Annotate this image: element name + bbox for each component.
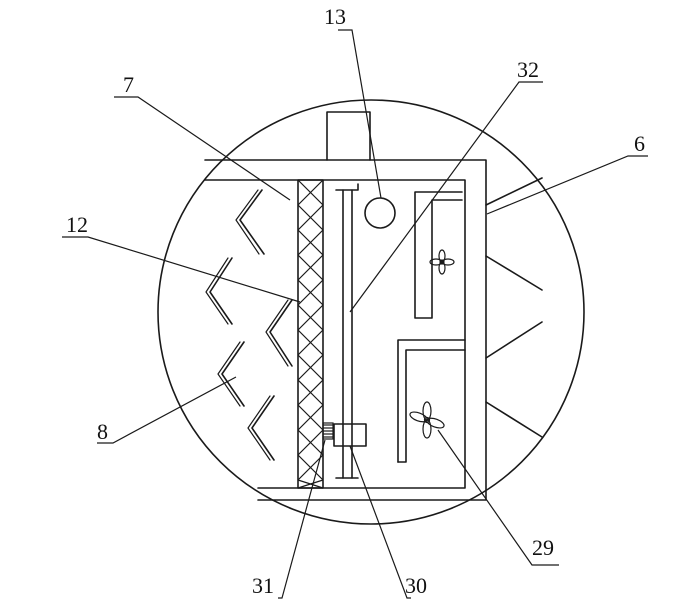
detail-circle — [157, 99, 585, 525]
label-31: 31 — [252, 573, 274, 598]
top-stub — [326, 111, 371, 161]
filter-mesh — [297, 179, 324, 489]
fan-icon-lower — [409, 401, 445, 439]
label-13: 13 — [324, 4, 346, 29]
sliding-plate — [335, 183, 359, 479]
housing-outer — [204, 159, 487, 501]
motor-block — [333, 423, 367, 447]
label-29: 29 — [532, 535, 554, 560]
lower-fan-duct-inner — [397, 349, 466, 463]
fan-icon-upper — [429, 249, 455, 275]
sensor-circle — [364, 197, 396, 229]
gear-teeth — [322, 422, 334, 440]
label-7: 7 — [123, 72, 134, 97]
left-chevrons — [205, 189, 293, 461]
leader-lines — [62, 29, 648, 599]
label-8: 8 — [97, 419, 108, 444]
upper-fan-duct — [414, 191, 463, 319]
label-30: 30 — [405, 573, 427, 598]
label-32: 32 — [517, 57, 539, 82]
lower-fan-duct — [397, 339, 466, 463]
label-12: 12 — [66, 212, 88, 237]
right-louvers — [485, 177, 543, 438]
label-6: 6 — [634, 131, 645, 156]
housing-inner — [204, 179, 466, 489]
